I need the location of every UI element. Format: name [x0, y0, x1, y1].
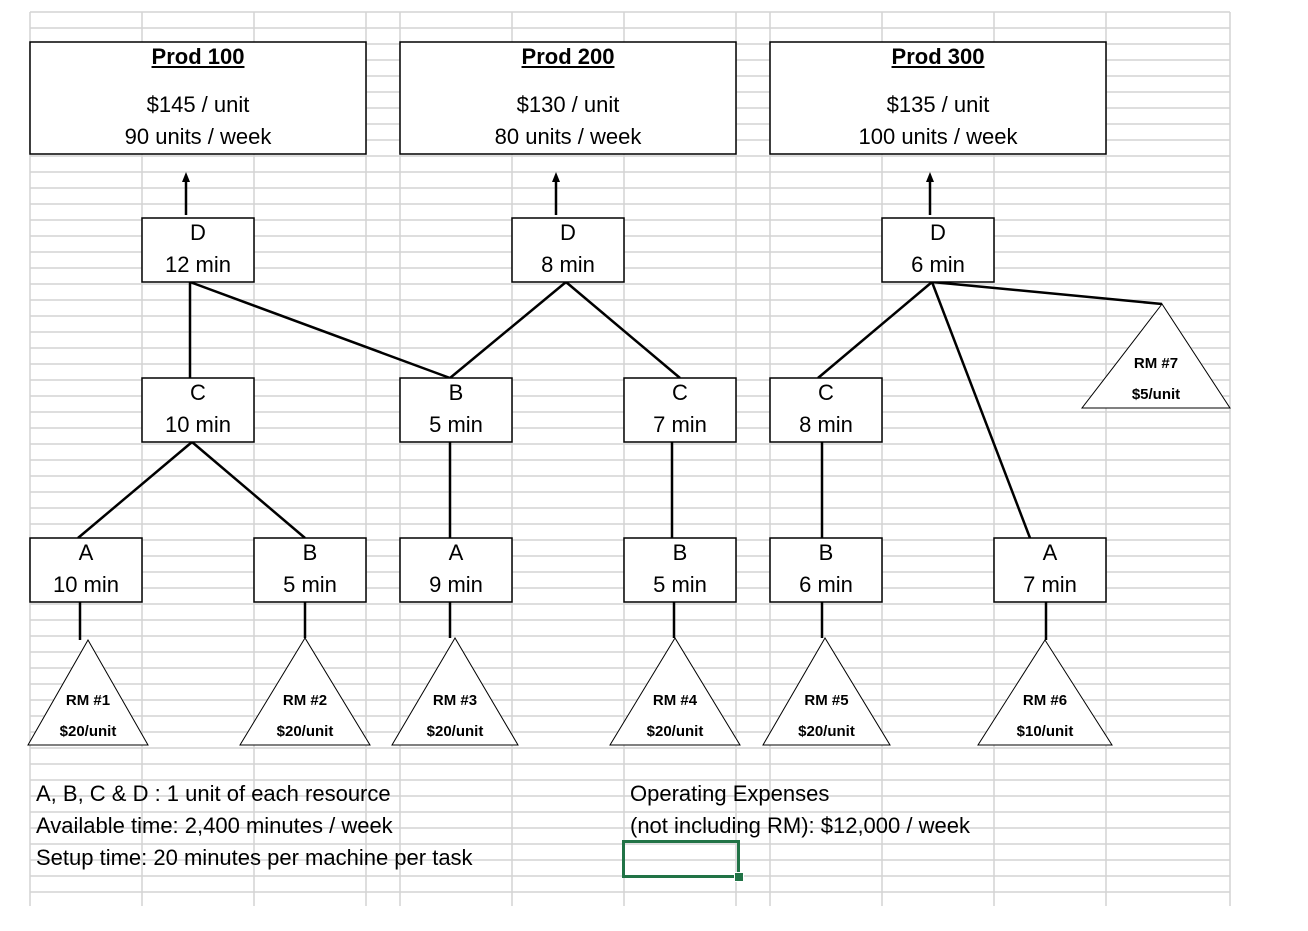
selected-cell[interactable] — [622, 840, 744, 882]
step-time: 12 min — [164, 252, 232, 277]
product-price: $135 / unit — [886, 92, 990, 117]
arrow-up-icon — [552, 172, 560, 182]
step-time: 7 min — [653, 412, 707, 437]
resource-step-box — [881, 217, 995, 283]
step-resource: B — [448, 380, 464, 405]
raw-material-cost: $10/unit — [1016, 723, 1074, 740]
resource-step-box — [399, 537, 513, 603]
product-demand: 90 units / week — [124, 124, 272, 149]
product-title: Prod 200 — [521, 44, 615, 69]
connector-line — [449, 281, 567, 379]
resource-step-box — [253, 537, 367, 603]
step-time: 10 min — [52, 572, 120, 597]
connector-line — [189, 280, 451, 380]
step-resource: D — [560, 220, 576, 245]
step-resource: C — [672, 380, 688, 405]
step-resource: B — [818, 540, 834, 565]
step-resource: C — [190, 380, 206, 405]
product-demand: 80 units / week — [494, 124, 642, 149]
raw-material-cost: $5/unit — [1131, 386, 1181, 403]
resource-step-box — [29, 537, 143, 603]
step-resource: A — [1042, 540, 1058, 565]
note-setup-time: Setup time: 20 minutes per machine per t… — [36, 845, 473, 870]
step-resource: D — [930, 220, 946, 245]
product-price: $130 / unit — [516, 92, 620, 117]
step-resource: C — [818, 380, 834, 405]
raw-material-triangle — [762, 637, 891, 746]
product-box — [399, 41, 737, 155]
arrow-up-icon — [926, 172, 934, 182]
raw-material-triangle — [1080, 303, 1231, 409]
raw-material-cost: $20/unit — [276, 723, 334, 740]
resource-step-box — [769, 377, 883, 443]
resource-step-box — [141, 217, 255, 283]
resource-step-box — [511, 217, 625, 283]
product-title: Prod 300 — [891, 44, 985, 69]
raw-material-cost: $20/unit — [59, 723, 117, 740]
fill-handle[interactable] — [734, 872, 744, 882]
note-operating-expenses-amount: (not including RM): $12,000 / week — [630, 813, 970, 838]
product-title: Prod 100 — [151, 44, 245, 69]
step-time: 6 min — [799, 572, 853, 597]
raw-material-cost: $20/unit — [426, 723, 484, 740]
raw-material-triangle — [609, 637, 741, 746]
arrow-up-icon — [182, 172, 190, 182]
step-time: 8 min — [541, 252, 595, 277]
note-available-time: Available time: 2,400 minutes / week — [36, 813, 393, 838]
raw-material-triangle — [239, 637, 371, 746]
step-time: 5 min — [653, 572, 707, 597]
resource-step-box — [769, 537, 883, 603]
connector-line — [191, 441, 306, 539]
raw-material-triangle — [27, 638, 149, 746]
raw-material-name: RM #5 — [804, 692, 849, 709]
step-resource: A — [78, 540, 94, 565]
connector-line — [77, 441, 193, 539]
product-price: $145 / unit — [146, 92, 250, 117]
step-time: 5 min — [283, 572, 337, 597]
connector-line — [817, 281, 933, 379]
raw-material-cost: $20/unit — [798, 723, 855, 740]
product-box — [29, 41, 367, 155]
connector-line — [930, 281, 1032, 539]
connector-line — [565, 281, 681, 379]
raw-material-name: RM #2 — [282, 692, 328, 709]
step-resource: A — [448, 540, 464, 565]
step-time: 6 min — [911, 252, 965, 277]
step-resource: D — [190, 220, 206, 245]
raw-material-name: RM #1 — [65, 692, 111, 709]
note-operating-expenses: Operating Expenses — [630, 781, 830, 806]
raw-material-name: RM #4 — [652, 692, 698, 709]
raw-material-name: RM #3 — [432, 692, 478, 709]
raw-material-name: RM #7 — [1133, 355, 1179, 372]
resource-step-box — [141, 377, 255, 443]
product-demand: 100 units / week — [858, 124, 1018, 149]
step-time: 7 min — [1023, 572, 1077, 597]
resource-step-box — [399, 377, 513, 443]
resource-step-box — [623, 537, 737, 603]
step-resource: B — [672, 540, 688, 565]
raw-material-cost: $20/unit — [646, 723, 704, 740]
step-resource: B — [302, 540, 318, 565]
resource-step-box — [993, 537, 1107, 603]
connector-line — [931, 280, 1163, 306]
raw-material-name: RM #6 — [1022, 692, 1068, 709]
note-resources: A, B, C & D : 1 unit of each resource — [36, 781, 391, 806]
step-time: 9 min — [429, 572, 483, 597]
step-time: 5 min — [429, 412, 483, 437]
raw-material-triangle — [391, 637, 519, 746]
step-time: 10 min — [164, 412, 232, 437]
product-box — [769, 41, 1107, 155]
resource-step-box — [623, 377, 737, 443]
raw-material-triangle — [977, 639, 1113, 746]
step-time: 8 min — [799, 412, 853, 437]
